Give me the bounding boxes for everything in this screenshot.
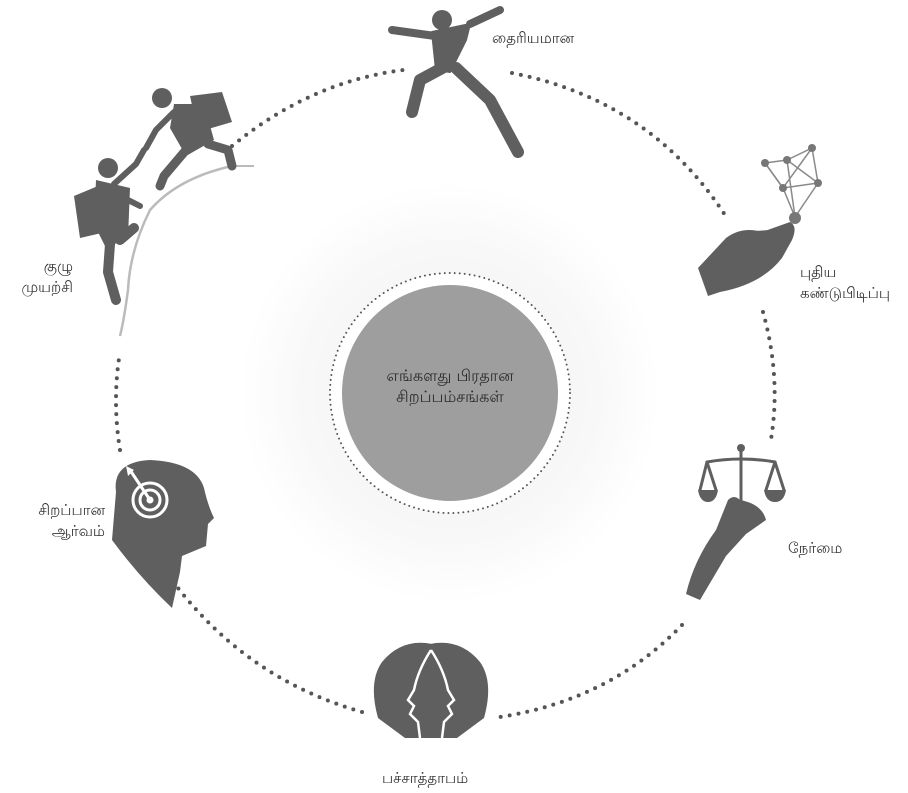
arc-courage-to-innovation (510, 71, 727, 217)
arc-passion-to-teamwork (114, 350, 122, 452)
label-teamwork-line-2: முயற்சி (21, 278, 73, 296)
label-innovation: புதிய கண்டுபிடிப்பு (800, 262, 890, 304)
hand-scales-icon (686, 444, 786, 600)
dotted-cycle-arcs (114, 68, 777, 719)
arc-integrity-to-empathy (498, 623, 684, 719)
two-faces-icon (373, 642, 489, 739)
label-empathy-line-1: பச்சாத்தாபம் (382, 769, 469, 787)
leaping-person-icon (388, 6, 524, 158)
center-title-line-1: எங்களது பிரதான (386, 366, 514, 385)
label-integrity-line-1: நேர்மை (788, 539, 843, 557)
label-courage-line-1: தைரியமான (492, 29, 575, 47)
label-innovation-line-2: கண்டுபிடிப்பு (800, 284, 891, 302)
arc-empathy-to-passion (176, 586, 364, 714)
label-integrity: நேர்மை (788, 538, 842, 559)
label-passion: சிறப்பான ஆர்வம் (38, 500, 105, 542)
label-passion-line-2: ஆர்வம் (51, 522, 105, 540)
hand-network-icon (698, 144, 822, 296)
label-innovation-line-1: புதிய (800, 263, 837, 281)
arc-innovation-to-integrity (761, 310, 777, 447)
label-teamwork-line-1: குழு (43, 257, 73, 275)
head-target-icon (112, 460, 214, 608)
label-courage: தைரியமான (492, 28, 574, 49)
climbers-helping-icon (74, 88, 254, 337)
label-teamwork: குழு முயற்சி (22, 256, 73, 298)
label-passion-line-1: சிறப்பான (38, 501, 105, 519)
arc-teamwork-to-courage (230, 68, 405, 148)
center-disc (342, 285, 558, 501)
center-title: எங்களது பிரதான சிறப்பம்சங்கள் (352, 365, 548, 407)
label-empathy: பச்சாத்தாபம் (382, 768, 468, 789)
center-title-line-2: சிறப்பம்சங்கள் (396, 387, 504, 406)
